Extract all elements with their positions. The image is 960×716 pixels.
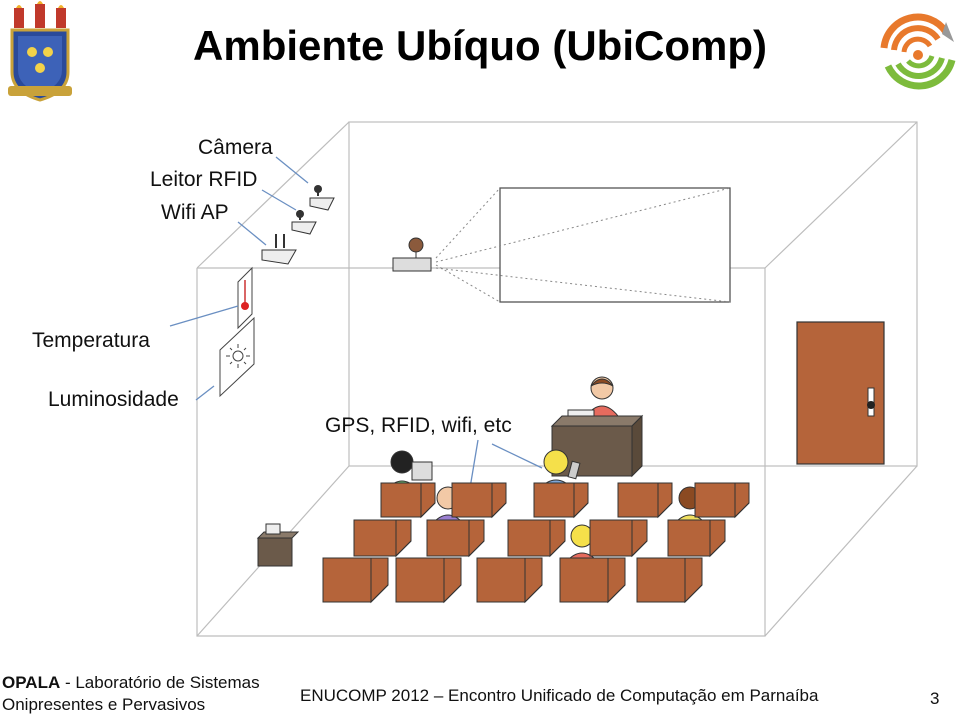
student-desk-edge — [709, 540, 726, 557]
student-desk — [380, 482, 422, 518]
student-desk-edge — [573, 502, 589, 518]
student-desk — [322, 557, 372, 603]
student-desk — [426, 519, 470, 557]
rfid-label: Leitor RFID — [150, 168, 258, 191]
wifi-ap-icon — [261, 234, 297, 265]
student-desk-side — [524, 557, 543, 604]
student-desk — [507, 519, 551, 557]
student-desk — [636, 557, 686, 603]
student-desk — [589, 519, 633, 557]
door — [796, 321, 885, 465]
camera-label: Câmera — [198, 136, 273, 159]
student-desk-side — [395, 519, 412, 558]
university-crest-logo — [8, 1, 72, 102]
footer-lab: OPALA - Laboratório de Sistemas Oniprese… — [2, 672, 260, 716]
student-desk-edge — [657, 502, 673, 518]
student-desk — [559, 557, 609, 603]
student-desk-side — [734, 482, 750, 519]
gps-label: GPS, RFID, wifi, etc — [325, 414, 512, 437]
teacher-figure — [567, 376, 620, 425]
projector-icon — [392, 237, 432, 272]
student-desk-edge — [524, 584, 543, 603]
student-desk — [451, 482, 493, 518]
rfid-reader-icon — [291, 210, 317, 235]
student-desk-edge — [684, 584, 703, 603]
floor-device-icon — [256, 523, 300, 567]
student-desk-side — [631, 519, 648, 558]
opala-logo — [880, 13, 956, 90]
footer-lab-line2: Onipresentes e Pervasivos — [2, 695, 206, 714]
student-desk — [617, 482, 659, 518]
student-desk — [353, 519, 397, 557]
student-desk-edge — [607, 584, 626, 603]
student-desk — [476, 557, 526, 603]
student-desk-side — [709, 519, 726, 558]
student-desk-side — [468, 519, 485, 558]
student-desk-edge — [395, 540, 412, 557]
student-desk-side — [607, 557, 626, 604]
student-desk — [533, 482, 575, 518]
student-desk-side — [549, 519, 566, 558]
student-desk-edge — [468, 540, 485, 557]
student-desk-side — [443, 557, 462, 604]
light-sensor-panel-icon — [219, 316, 255, 398]
wifi-label: Wifi AP — [161, 201, 229, 224]
student-desks — [322, 482, 750, 604]
student-desk-side — [573, 482, 589, 519]
student-desk-side — [657, 482, 673, 519]
student-desk — [395, 557, 445, 603]
projection-screen — [435, 187, 731, 303]
student-desk — [667, 519, 711, 557]
camera-device-icon — [309, 185, 335, 211]
student-desk-side — [491, 482, 507, 519]
student-desk-edge — [443, 584, 462, 603]
student-desk-edge — [420, 502, 436, 518]
footer-lab-name: OPALA — [2, 673, 61, 692]
student-desk-edge — [631, 540, 648, 557]
slide-title: Ambiente Ubíquo (UbiComp) — [193, 22, 767, 69]
student-desk — [694, 482, 736, 518]
student-desk-edge — [491, 502, 507, 518]
student-desk-side — [420, 482, 436, 519]
student-desk-side — [684, 557, 703, 604]
footer-lab-line1: - Laboratório de Sistemas — [60, 673, 260, 692]
student-desk-edge — [549, 540, 566, 557]
page-number: 3 — [930, 689, 940, 708]
thermometer-panel-icon — [237, 266, 253, 330]
student-desk-edge — [734, 502, 750, 518]
student-desk-edge — [370, 584, 389, 603]
footer-event: ENUCOMP 2012 – Encontro Unificado de Com… — [300, 686, 819, 705]
temperature-label: Temperatura — [32, 329, 150, 352]
luminosity-label: Luminosidade — [48, 388, 179, 411]
student-desk-side — [370, 557, 389, 604]
